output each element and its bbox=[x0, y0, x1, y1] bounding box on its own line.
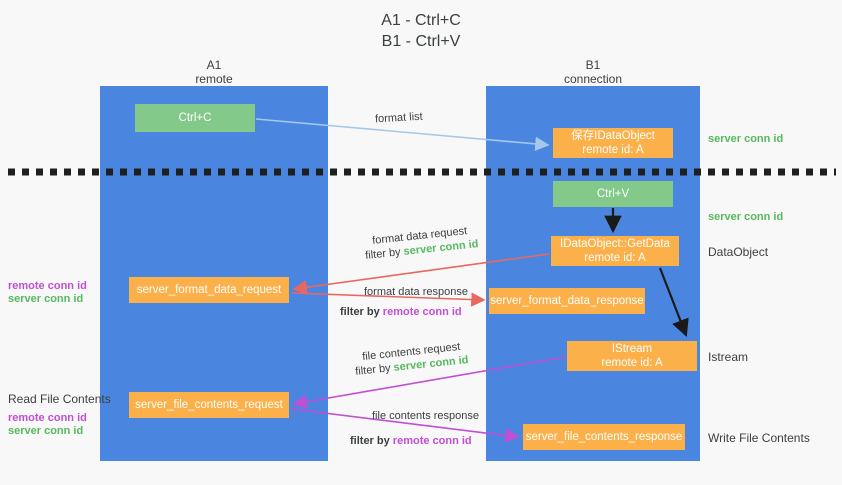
box-istream-label: IStream remote id: A bbox=[601, 342, 662, 370]
remote-conn-id-text-2: remote conn id bbox=[392, 435, 472, 447]
column-header-b1: B1 connection bbox=[486, 58, 700, 86]
side-label-remote-conn-id-a: remote conn id bbox=[8, 280, 87, 292]
box-server-file-contents-request-label: server_file_contents_request bbox=[135, 399, 283, 411]
side-label-server-conn-id-b: server conn id bbox=[8, 425, 84, 437]
side-label-server-conn-id-a: server conn id bbox=[8, 293, 84, 305]
side-label-write-file-contents: Write File Contents bbox=[708, 431, 810, 445]
side-label-dataobject: DataObject bbox=[708, 245, 769, 259]
side-label-read-file-contents: Read File Contents bbox=[8, 392, 111, 406]
box-server-file-contents-response-label: server_file_contents_response bbox=[525, 431, 683, 443]
filter-by-text-2: filter by bbox=[340, 306, 383, 318]
side-label-istream: Istream bbox=[708, 350, 749, 364]
box-ctrl-c[interactable]: Ctrl+C bbox=[135, 104, 255, 132]
box-server-format-data-response-label: server_format_data_response bbox=[490, 295, 644, 307]
filter-by-text-4: filter by bbox=[350, 435, 393, 447]
page-title: A1 - Ctrl+C B1 - Ctrl+V bbox=[0, 10, 842, 52]
edge-label-file-contents-response-filter: filter by remote conn id bbox=[350, 434, 472, 448]
box-getdata-label: IDataObject::GetData remote id: A bbox=[560, 237, 670, 265]
box-idataobject-getdata[interactable]: IDataObject::GetData remote id: A bbox=[551, 236, 679, 266]
box-server-file-contents-response[interactable]: server_file_contents_response bbox=[523, 424, 685, 450]
edge-label-format-data-response: format data response bbox=[364, 286, 468, 298]
box-ctrl-v-label: Ctrl+V bbox=[596, 188, 630, 200]
box-ctrl-v[interactable]: Ctrl+V bbox=[553, 181, 673, 207]
filter-by-text-1: filter by bbox=[364, 245, 405, 262]
box-istream-line2: remote id: A bbox=[601, 357, 663, 369]
remote-conn-id-text-1: remote conn id bbox=[382, 306, 462, 318]
side-label-server-conn-id-top: server conn id bbox=[708, 133, 784, 145]
box-idataobject-label: 保存IDataObject remote id: A bbox=[571, 129, 655, 157]
box-idataobject[interactable]: 保存IDataObject remote id: A bbox=[553, 128, 673, 158]
title-line-2: B1 - Ctrl+V bbox=[381, 33, 461, 50]
box-istream-line1: IStream bbox=[611, 343, 653, 355]
box-server-format-data-request[interactable]: server_format_data_request bbox=[129, 277, 289, 303]
edge-label-format-list: format list bbox=[374, 110, 423, 126]
box-getdata-line1: IDataObject::GetData bbox=[560, 238, 670, 250]
column-header-a1-role: remote bbox=[195, 72, 233, 86]
box-server-file-contents-request[interactable]: server_file_contents_request bbox=[129, 392, 289, 418]
column-header-b1-role: connection bbox=[563, 72, 623, 86]
edge-label-format-data-response-filter: filter by remote conn id bbox=[340, 305, 462, 319]
column-header-b1-name: B1 bbox=[585, 58, 601, 72]
box-idataobject-line2: remote id: A bbox=[582, 144, 644, 156]
box-idataobject-line1: 保存IDataObject bbox=[571, 130, 655, 142]
edge-label-file-contents-response: file contents response bbox=[372, 410, 480, 422]
box-getdata-line2: remote id: A bbox=[584, 252, 646, 264]
filter-by-text-3: filter by bbox=[354, 361, 395, 378]
box-ctrl-c-label: Ctrl+C bbox=[178, 112, 212, 124]
column-header-a1-name: A1 bbox=[206, 58, 222, 72]
title-line-1: A1 - Ctrl+C bbox=[381, 12, 461, 29]
box-istream[interactable]: IStream remote id: A bbox=[567, 341, 697, 371]
box-server-format-data-request-label: server_format_data_request bbox=[136, 284, 282, 296]
side-label-server-conn-id-mid: server conn id bbox=[708, 211, 784, 223]
column-header-a1: A1 remote bbox=[100, 58, 328, 86]
side-label-remote-conn-id-b: remote conn id bbox=[8, 412, 87, 424]
box-server-format-data-response[interactable]: server_format_data_response bbox=[489, 288, 645, 314]
